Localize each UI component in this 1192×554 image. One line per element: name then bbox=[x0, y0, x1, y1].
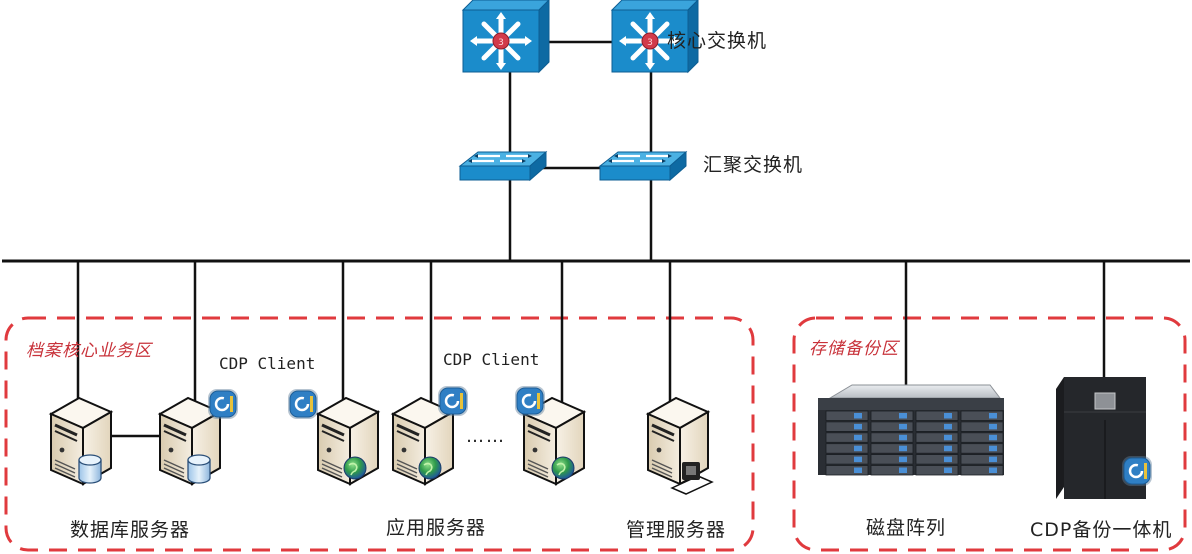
drive-led bbox=[854, 456, 862, 463]
app-servers-label: 应用服务器 bbox=[386, 517, 487, 539]
drive-bay bbox=[825, 454, 869, 465]
agg-switch-label: 汇聚交换机 bbox=[703, 154, 804, 176]
drive-led bbox=[899, 456, 907, 463]
drive-led bbox=[944, 434, 952, 441]
drive-led bbox=[944, 423, 952, 430]
cdp-client-label-1: CDP Client bbox=[219, 354, 316, 373]
terminal-icon bbox=[670, 462, 714, 495]
mgmt-server-label: 管理服务器 bbox=[626, 519, 727, 541]
drive-bay bbox=[825, 465, 869, 476]
cdp-client-label-2: CDP Client bbox=[443, 350, 540, 369]
zone-business-border bbox=[4, 316, 755, 552]
drive-bay bbox=[915, 421, 959, 432]
core-switch-1-icon bbox=[463, 0, 549, 72]
drive-led bbox=[899, 445, 907, 452]
drive-bay bbox=[870, 465, 914, 476]
drive-led bbox=[989, 445, 997, 452]
zone-storage-label: 存储备份区 bbox=[809, 339, 899, 359]
globe-3-icon bbox=[551, 456, 575, 480]
zone-storage-border bbox=[792, 316, 1187, 552]
drive-led bbox=[944, 456, 952, 463]
db-1-icon bbox=[78, 454, 102, 484]
drive-bay bbox=[870, 410, 914, 421]
agg-switch-1-icon bbox=[458, 150, 548, 182]
drive-led bbox=[989, 423, 997, 430]
db-2-icon bbox=[187, 454, 211, 484]
cdp-appliance-label: CDP备份一体机 bbox=[1030, 519, 1173, 541]
db-servers-label: 数据库服务器 bbox=[70, 519, 191, 541]
core-to-agg-links bbox=[508, 72, 653, 152]
more-servers-ellipsis: …… bbox=[466, 426, 506, 447]
globe-1-icon bbox=[343, 456, 367, 480]
drive-led bbox=[944, 413, 952, 419]
drive-led bbox=[854, 467, 862, 473]
drive-bay bbox=[870, 443, 914, 454]
cdp-badge-app-3-icon bbox=[513, 384, 547, 418]
drive-bay bbox=[960, 410, 1004, 421]
drive-led bbox=[899, 423, 907, 430]
cdp-badge-db-icon bbox=[206, 387, 240, 421]
globe-2-icon bbox=[418, 456, 442, 480]
drive-led bbox=[854, 413, 862, 419]
drive-led bbox=[989, 467, 997, 473]
drive-bay bbox=[915, 432, 959, 443]
drive-bay bbox=[870, 421, 914, 432]
drive-bay bbox=[870, 432, 914, 443]
drive-led bbox=[854, 423, 862, 430]
drive-led bbox=[989, 434, 997, 441]
drive-bay bbox=[825, 421, 869, 432]
drive-bay bbox=[825, 432, 869, 443]
zone-business-label: 档案核心业务区 bbox=[26, 341, 152, 361]
agg-switch-2-icon bbox=[598, 150, 688, 182]
drive-led bbox=[944, 445, 952, 452]
drive-bay bbox=[915, 443, 959, 454]
drive-led bbox=[989, 456, 997, 463]
cdp-badge-appliance-icon bbox=[1120, 454, 1154, 488]
drive-led bbox=[899, 413, 907, 419]
drive-led bbox=[854, 434, 862, 441]
drive-bay bbox=[960, 432, 1004, 443]
agg-to-bus-links bbox=[508, 180, 653, 261]
drive-bay bbox=[960, 454, 1004, 465]
bus-drops bbox=[76, 261, 1106, 412]
drive-bay bbox=[825, 410, 869, 421]
core-switch-label: 核心交换机 bbox=[667, 30, 768, 52]
drive-bay bbox=[915, 465, 959, 476]
drive-bay bbox=[870, 454, 914, 465]
drive-led bbox=[899, 467, 907, 473]
cdp-badge-app-2-icon bbox=[436, 384, 470, 418]
drive-bay bbox=[915, 410, 959, 421]
disk-array-label: 磁盘阵列 bbox=[866, 517, 947, 539]
drive-led bbox=[854, 445, 862, 452]
drive-led bbox=[989, 413, 997, 419]
cdp-badge-app-1-icon bbox=[286, 387, 320, 421]
disk-array-icon bbox=[818, 384, 1004, 476]
drive-led bbox=[899, 434, 907, 441]
drive-led bbox=[944, 467, 952, 473]
drive-bay bbox=[960, 421, 1004, 432]
drive-bay bbox=[960, 443, 1004, 454]
drive-bay bbox=[915, 454, 959, 465]
drive-bay bbox=[825, 443, 869, 454]
drive-bay bbox=[960, 465, 1004, 476]
